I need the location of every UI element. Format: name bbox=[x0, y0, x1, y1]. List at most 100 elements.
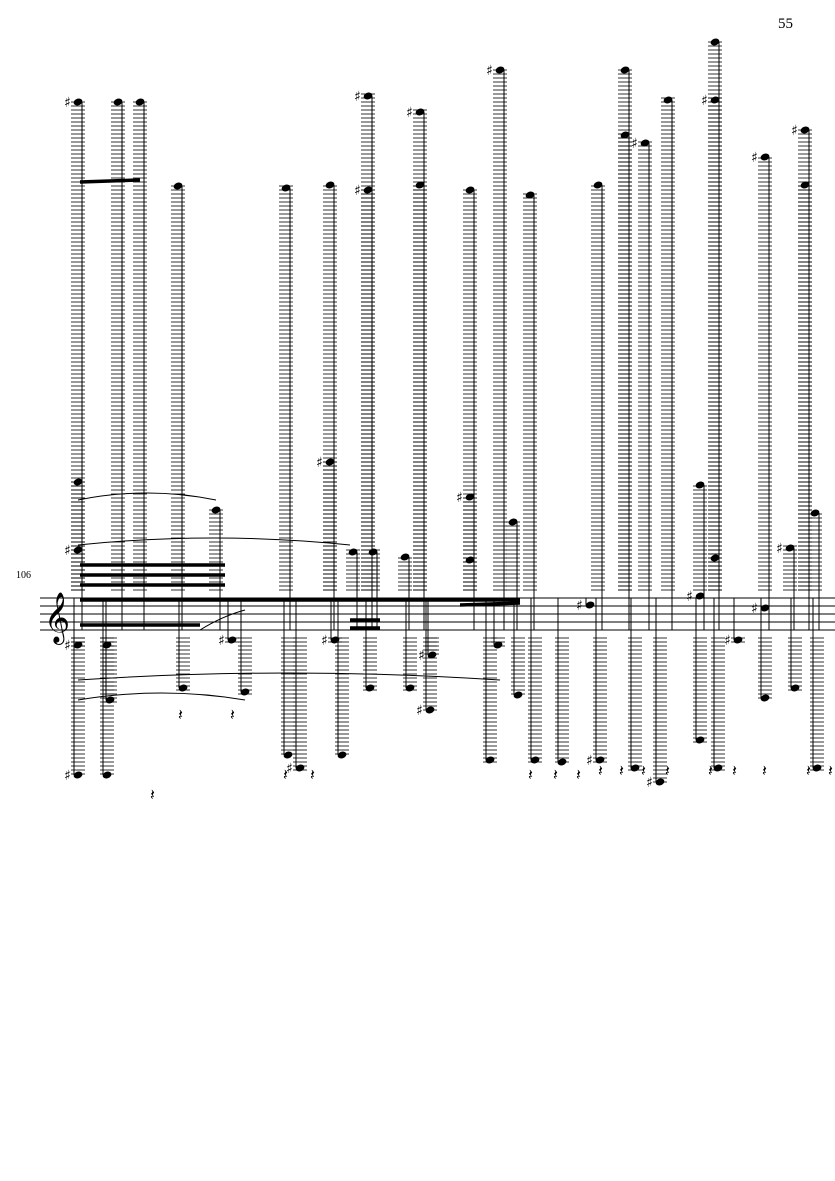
notehead bbox=[405, 684, 415, 692]
note bbox=[808, 509, 822, 630]
note bbox=[209, 506, 223, 630]
sharp-icon: ♯ bbox=[631, 136, 638, 152]
notehead bbox=[465, 556, 475, 564]
quarter-rest-icon: 𝄽 bbox=[806, 761, 811, 780]
sharp-icon: ♯ bbox=[354, 89, 361, 105]
sharp-icon: ♯ bbox=[701, 93, 708, 109]
note bbox=[711, 598, 725, 772]
note bbox=[661, 96, 675, 630]
sharp-icon: ♯ bbox=[354, 183, 361, 199]
notehead bbox=[525, 191, 535, 199]
sharp-icon: ♯ bbox=[724, 633, 731, 649]
note bbox=[100, 598, 114, 779]
beam bbox=[79, 178, 141, 184]
note: ♯ bbox=[218, 598, 239, 649]
note bbox=[506, 518, 520, 630]
quarter-rest-icon: 𝄽 bbox=[828, 761, 833, 780]
sharp-icon: ♯ bbox=[406, 105, 413, 121]
notehead bbox=[102, 641, 112, 649]
notehead bbox=[495, 66, 505, 74]
note: ♯ bbox=[576, 598, 595, 614]
note bbox=[693, 598, 707, 744]
notehead bbox=[695, 592, 705, 600]
notehead bbox=[135, 98, 145, 106]
notehead bbox=[655, 778, 665, 786]
notehead bbox=[800, 181, 810, 189]
note bbox=[758, 598, 772, 702]
note bbox=[335, 598, 349, 759]
notehead bbox=[283, 751, 293, 759]
note: ♯ bbox=[354, 183, 375, 630]
sharp-icon: ♯ bbox=[321, 633, 328, 649]
sharp-icon: ♯ bbox=[751, 150, 758, 166]
note bbox=[810, 598, 824, 772]
notehead bbox=[785, 544, 795, 552]
sharp-icon: ♯ bbox=[286, 761, 293, 777]
notehead bbox=[800, 126, 810, 134]
note bbox=[798, 181, 812, 630]
notehead bbox=[530, 756, 540, 764]
note bbox=[133, 98, 147, 630]
note: ♯ bbox=[64, 543, 85, 630]
slur bbox=[199, 609, 246, 631]
note bbox=[366, 548, 380, 630]
slur bbox=[77, 672, 501, 681]
note bbox=[111, 98, 125, 630]
note bbox=[238, 598, 252, 696]
quarter-rest-icon: 𝄽 bbox=[762, 761, 767, 780]
sharp-icon: ♯ bbox=[316, 455, 323, 471]
note bbox=[528, 598, 542, 764]
note: ♯ bbox=[646, 598, 667, 791]
rests: 𝄽𝄽𝄽𝄽𝄽𝄽𝄽𝄽𝄽𝄽𝄽𝄽𝄽𝄽𝄽𝄽𝄽 bbox=[150, 705, 833, 804]
sharp-icon: ♯ bbox=[64, 543, 71, 559]
note bbox=[628, 598, 642, 772]
notehead bbox=[593, 181, 603, 189]
note bbox=[398, 553, 412, 630]
note bbox=[483, 598, 497, 764]
notehead bbox=[240, 688, 250, 696]
notehead bbox=[760, 694, 770, 702]
sharp-icon: ♯ bbox=[64, 638, 71, 654]
notehead bbox=[330, 636, 340, 644]
notehead bbox=[465, 186, 475, 194]
staff bbox=[40, 597, 835, 631]
notehead bbox=[427, 651, 437, 659]
notehead bbox=[695, 736, 705, 744]
note bbox=[511, 598, 525, 699]
note: ♯ bbox=[751, 150, 772, 630]
notehead bbox=[105, 696, 115, 704]
note bbox=[403, 598, 417, 692]
note bbox=[523, 191, 537, 630]
note: ♯ bbox=[686, 589, 705, 630]
quarter-rest-icon: 𝄽 bbox=[732, 761, 737, 780]
sharp-icon: ♯ bbox=[646, 775, 653, 791]
note bbox=[346, 548, 360, 630]
note bbox=[555, 598, 569, 766]
notehead bbox=[73, 641, 83, 649]
notehead bbox=[695, 481, 705, 489]
note bbox=[281, 598, 295, 759]
notehead bbox=[620, 131, 630, 139]
note bbox=[463, 556, 477, 630]
quarter-rest-icon: 𝄽 bbox=[150, 785, 155, 804]
notehead bbox=[368, 548, 378, 556]
treble-clef-icon: 𝄞 bbox=[44, 592, 70, 645]
notehead bbox=[178, 684, 188, 692]
sharp-icon: ♯ bbox=[456, 490, 463, 506]
notehead bbox=[337, 751, 347, 759]
sharp-icon: ♯ bbox=[418, 648, 425, 664]
notehead bbox=[710, 96, 720, 104]
note: ♯ bbox=[586, 598, 607, 769]
note bbox=[618, 131, 632, 630]
beam bbox=[459, 601, 521, 607]
notehead bbox=[508, 518, 518, 526]
sharp-icon: ♯ bbox=[64, 95, 71, 111]
notehead bbox=[557, 758, 567, 766]
notehead bbox=[415, 181, 425, 189]
notehead bbox=[485, 756, 495, 764]
note bbox=[491, 598, 505, 649]
notehead bbox=[630, 764, 640, 772]
notehead bbox=[102, 771, 112, 779]
notehead bbox=[790, 684, 800, 692]
note bbox=[693, 481, 707, 630]
